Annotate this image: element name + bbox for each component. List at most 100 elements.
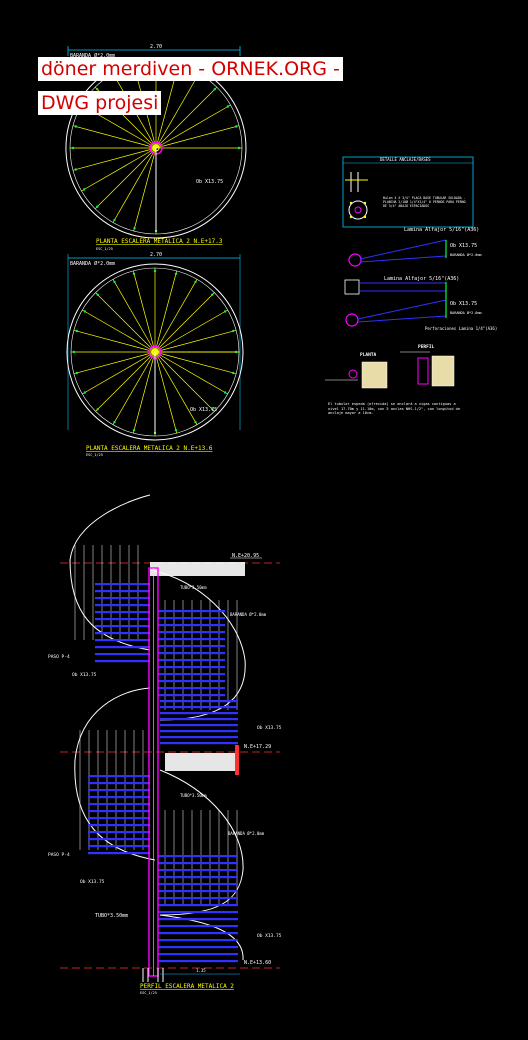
railing-post xyxy=(83,391,87,394)
step-ray xyxy=(95,292,156,353)
railing-post xyxy=(232,329,235,333)
elevation-level-mid: N.E+17.29 xyxy=(244,744,271,750)
detail-perforaciones: Perforaciones Lamina 1/4"(A36) xyxy=(425,326,497,331)
stair-step xyxy=(158,897,238,900)
detail-lamina-1: Lamina Alfajor 5/16"(A36) xyxy=(404,227,479,233)
step-ray xyxy=(154,351,228,395)
detail-perfil-concrete xyxy=(431,355,455,387)
plan-top: 2.70 BARANDA Ø*2.0mm Ob X13.75 PLANTA ES… xyxy=(65,44,247,251)
railing-post xyxy=(153,269,157,273)
stair-step xyxy=(158,855,238,858)
stair-step xyxy=(158,890,238,893)
detail-box-title: DETALLE ANCLAJE/BASES xyxy=(380,157,431,162)
stair-step xyxy=(95,583,150,586)
step-ray xyxy=(72,147,157,171)
stair-step xyxy=(95,625,150,628)
stair-step xyxy=(88,782,150,785)
step-ray xyxy=(155,86,218,149)
stair-step xyxy=(158,904,238,907)
railing-post xyxy=(83,310,87,313)
step-ray xyxy=(132,351,156,434)
stair-step xyxy=(160,700,238,703)
railing-post xyxy=(211,408,214,411)
stair-step xyxy=(95,632,150,635)
detail-baranda-1: BARANDA Ø*2.0mm xyxy=(450,252,482,257)
stair-step xyxy=(158,666,225,669)
detail-column-3 xyxy=(345,313,359,327)
stair-step xyxy=(160,724,238,727)
stair-step xyxy=(160,730,238,733)
railing-curve xyxy=(159,914,244,961)
detail-ob-1: Ob X13.75 xyxy=(450,243,477,249)
anchor-detail: DETALLE ANCLAJE/BASES Bulon 4 X 3/4" PLA… xyxy=(325,156,497,415)
detail-column-1 xyxy=(348,253,362,267)
stair-step xyxy=(158,617,225,620)
railing-post xyxy=(96,205,99,208)
railing-post xyxy=(174,272,178,275)
step-ray xyxy=(155,125,240,149)
stair-step xyxy=(158,645,225,648)
stair-step xyxy=(158,918,238,921)
detail-planta-label: PLANTA xyxy=(360,352,377,358)
stair-step xyxy=(95,639,150,642)
stair-step xyxy=(95,611,150,614)
step-ray xyxy=(82,309,156,353)
detail-perfil-label: PERFIL xyxy=(418,344,435,350)
page-title-line-2: DWG projesi xyxy=(38,91,162,115)
railing-post xyxy=(72,350,76,354)
stair-step xyxy=(158,925,238,928)
stair-step xyxy=(158,960,238,963)
railing-post xyxy=(96,293,99,296)
step-ray xyxy=(95,351,156,412)
elevation-ob-3: Ob X13.75 xyxy=(257,933,282,939)
elevation-baranda-2: BARANDA Ø*2.0mm xyxy=(228,831,265,836)
railing-post xyxy=(211,293,214,296)
detail-baranda-2: BARANDA Ø*2.0mm xyxy=(450,310,482,315)
slab-mid xyxy=(165,753,235,771)
step-ray xyxy=(155,104,231,149)
stair-step xyxy=(88,817,150,820)
stair-step xyxy=(158,883,238,886)
railing-post xyxy=(75,329,79,333)
railing-post xyxy=(74,125,78,128)
stair-step xyxy=(95,590,150,593)
stair-step xyxy=(158,946,238,949)
stair-step xyxy=(160,736,238,739)
elevation-caption: PERFIL ESCALERA METALICA 2 xyxy=(140,983,234,990)
railing-post xyxy=(113,218,116,222)
stair-step xyxy=(88,852,150,855)
plan-mid-sub: ESC_1/25 xyxy=(86,453,103,457)
stair-step xyxy=(158,953,238,956)
railing-curve xyxy=(74,687,151,761)
railing-post xyxy=(194,280,197,284)
plan-top-baranda-label: BARANDA Ø*2.0mm xyxy=(70,52,115,59)
step-ray xyxy=(132,270,156,353)
railing-post xyxy=(113,420,116,424)
slab-top xyxy=(150,562,245,576)
step-ray xyxy=(133,147,157,232)
stair-step xyxy=(160,718,238,721)
stair-step xyxy=(88,838,150,841)
railing-post xyxy=(71,146,75,150)
plan-mid-outer-railing xyxy=(66,263,244,441)
stair-step xyxy=(158,911,238,914)
railing-post xyxy=(74,168,78,171)
stair-step xyxy=(160,742,238,745)
elevation-level-bottom: N.E+13.60 xyxy=(244,960,271,966)
elevation-tubo-2: TUBO*3.50mm xyxy=(180,793,207,798)
railing-post xyxy=(96,88,99,91)
step-ray xyxy=(154,351,215,412)
step-ray xyxy=(81,147,157,192)
elevation-paso-1: PASO P-4 xyxy=(48,654,70,660)
railing-post xyxy=(132,272,136,275)
stair-step xyxy=(158,932,238,935)
stair-step xyxy=(158,610,225,613)
step-ray xyxy=(154,351,178,434)
railing-post xyxy=(223,310,227,313)
stair-step xyxy=(88,796,150,799)
elevation-dim-bottom: 1.35 xyxy=(196,968,206,973)
step-ray xyxy=(155,73,200,149)
stair-step xyxy=(95,653,150,656)
stair-step xyxy=(95,604,150,607)
